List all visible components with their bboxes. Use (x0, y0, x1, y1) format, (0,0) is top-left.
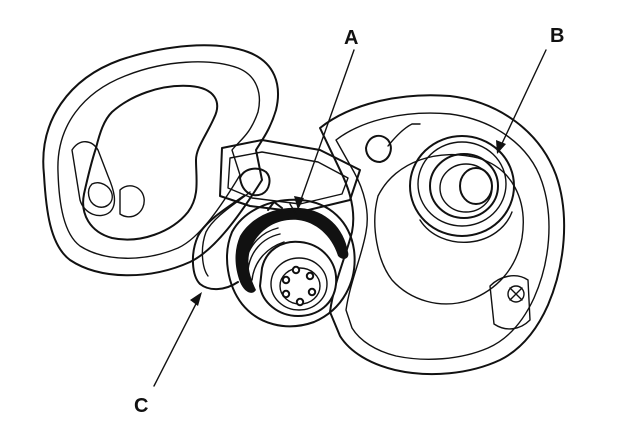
arrowhead-b (496, 140, 506, 154)
fuel-filler-door (42, 44, 361, 277)
leader-line-a (297, 49, 355, 209)
leader-line-b (497, 49, 547, 153)
filler-neck (409, 135, 515, 243)
fuel-cap-tether (192, 191, 251, 290)
fuel-filler-housing (319, 94, 566, 376)
callout-b: B (550, 25, 564, 47)
leader-line-c (153, 295, 201, 387)
arrowhead-a (294, 196, 304, 210)
fuel-cap (226, 198, 356, 328)
arrowhead-c (190, 292, 202, 306)
callout-c: C (134, 395, 148, 417)
callout-a: A (344, 27, 358, 49)
leader-lines (153, 49, 547, 387)
